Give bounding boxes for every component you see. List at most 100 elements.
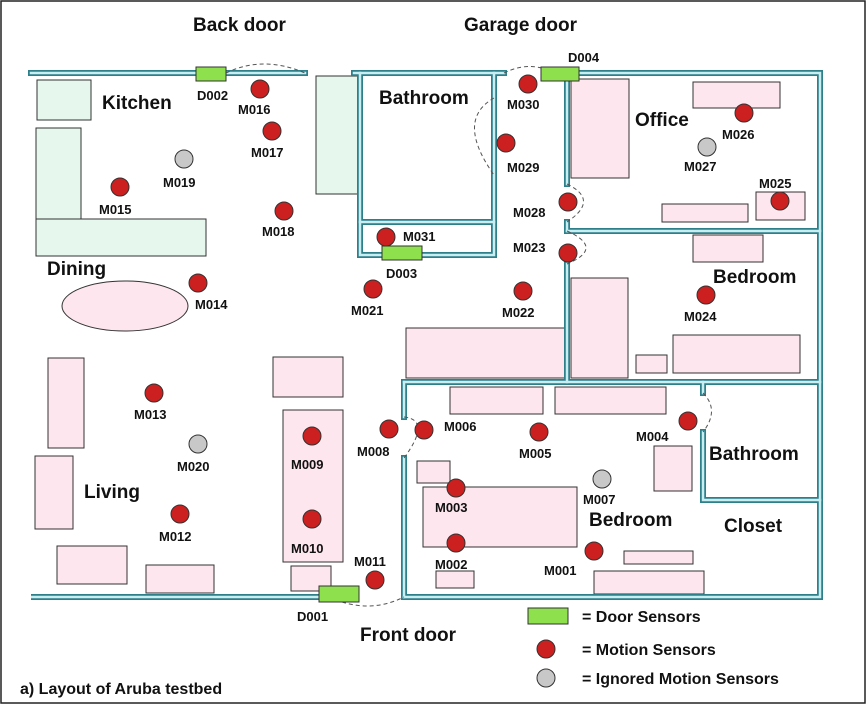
- legend-motion-label: = Motion Sensors: [582, 642, 716, 659]
- motion-sensor-m006: [414, 420, 434, 440]
- sensor-label-m031: M031: [403, 229, 436, 244]
- bedroom1-cabinet: [653, 445, 693, 492]
- sensor-label-m029: M029: [507, 160, 540, 175]
- motion-sensor-m022: [513, 281, 533, 301]
- sensor-label-m004: M004: [636, 429, 669, 444]
- motion-sensor-m010: [302, 509, 322, 529]
- kitchen-counter-block: [36, 79, 92, 121]
- sensor-label-m028: M028: [513, 205, 546, 220]
- kitchen-counter-right: [315, 75, 361, 195]
- sensor-label-m027: M027: [684, 159, 717, 174]
- sensor-label-m011: M011: [354, 554, 386, 569]
- door-sensors: [195, 66, 580, 603]
- furniture: [34, 75, 806, 595]
- bedroom1-nightstand: [416, 460, 451, 484]
- living-side-cabinet: [34, 455, 74, 530]
- motion-sensor-m013: [144, 383, 164, 403]
- sensor-label-m016: M016: [238, 102, 271, 117]
- sensor-label-m006: M006: [444, 419, 477, 434]
- motion-sensor-m003: [446, 478, 466, 498]
- sensor-label-m020: M020: [177, 459, 210, 474]
- sensor-label-d003: D003: [386, 266, 417, 281]
- legend-door-swatch: [527, 607, 569, 625]
- sensor-label-m013: M013: [134, 407, 167, 422]
- room-label-kitchen: Kitchen: [102, 93, 172, 114]
- sensor-label-m019: M019: [163, 175, 196, 190]
- motion-sensor-m012: [170, 504, 190, 524]
- kitchen-counter-left: [35, 127, 82, 221]
- sensor-label-m001: M001: [544, 563, 577, 578]
- sensor-label-m017: M017: [251, 145, 284, 160]
- sensor-labels: D002 M016 M017 M019 M015 M018 M031 D003 …: [99, 50, 792, 624]
- office-desk: [570, 78, 630, 179]
- motion-sensor-m029: [496, 133, 516, 153]
- bedroom1-stool: [435, 570, 475, 589]
- sensor-label-m024: M024: [684, 309, 717, 324]
- door-sensor-d004: [540, 66, 580, 82]
- legend-door-label: = Door Sensors: [582, 609, 701, 626]
- sensor-label-m010: M010: [291, 541, 324, 556]
- sensor-label-m009: M009: [291, 457, 324, 472]
- motion-sensor-m008: [379, 419, 399, 439]
- motion-sensor-m001: [584, 541, 604, 561]
- sensor-label-m018: M018: [262, 224, 295, 239]
- living-shelf: [47, 357, 85, 449]
- bedroom2-nightstand: [635, 354, 668, 374]
- sensor-label-m012: M012: [159, 529, 192, 544]
- ignored-sensor-m027: [697, 137, 717, 157]
- kitchen-counter-bottom: [35, 218, 207, 257]
- room-labels: Kitchen Bathroom Office Dining Bedroom B…: [47, 88, 799, 537]
- legend-motion-swatch: [536, 639, 556, 659]
- door-sensor-d003: [381, 245, 423, 261]
- room-label-bedroom-lower: Bedroom: [589, 510, 672, 531]
- bedroom1-bed: [422, 486, 578, 548]
- motion-sensor-m015: [110, 177, 130, 197]
- sensor-label-m007: M007: [583, 492, 616, 507]
- figure-caption: a) Layout of Aruba testbed: [20, 681, 222, 698]
- legend-ignored-label: = Ignored Motion Sensors: [582, 671, 779, 688]
- motion-sensor-m011: [365, 570, 385, 590]
- motion-sensor-m031: [376, 227, 396, 247]
- motion-sensor-m009: [302, 426, 322, 446]
- motion-sensor-m004: [678, 411, 698, 431]
- room-label-dining: Dining: [47, 259, 106, 280]
- room-label-bathroom-top: Bathroom: [379, 88, 469, 109]
- door-sensor-d001: [318, 585, 360, 603]
- bedroom1-shelf: [449, 386, 544, 415]
- office-table: [661, 203, 749, 223]
- motion-sensor-m005: [529, 422, 549, 442]
- ignored-sensor-m020: [188, 434, 208, 454]
- sensor-label-d004: D004: [568, 50, 600, 65]
- legend: = Door Sensors = Motion Sensors = Ignore…: [527, 607, 779, 688]
- living-table: [145, 564, 215, 594]
- legend-ignored-swatch: [536, 668, 556, 688]
- office-shelf: [692, 81, 781, 109]
- living-ottoman: [272, 356, 344, 398]
- motion-sensors: [110, 74, 790, 590]
- ignored-sensor-m007: [592, 469, 612, 489]
- motion-sensor-m028: [558, 192, 578, 212]
- motion-sensor-m018: [274, 201, 294, 221]
- walls: [28, 70, 823, 600]
- bedroom2-wardrobe: [570, 277, 629, 379]
- room-label-bedroom-upper: Bedroom: [713, 267, 796, 288]
- motion-sensor-m030: [518, 74, 538, 94]
- room-label-closet: Closet: [724, 516, 783, 537]
- sensor-label-m008: M008: [357, 444, 390, 459]
- motion-sensor-m021: [363, 279, 383, 299]
- bedroom2-bed: [672, 334, 801, 374]
- room-label-office: Office: [635, 110, 689, 131]
- sensor-label-m005: M005: [519, 446, 552, 461]
- sensor-label-m023: M023: [513, 240, 546, 255]
- sensor-label-m014: M014: [195, 297, 228, 312]
- sensor-label-m026: M026: [722, 127, 755, 142]
- motion-sensor-m024: [696, 285, 716, 305]
- sensor-label-m021: M021: [351, 303, 384, 318]
- sensor-label-m003: M003: [435, 500, 468, 515]
- sensor-label-m025: M025: [759, 176, 792, 191]
- sensor-label-m022: M022: [502, 305, 535, 320]
- door-label-back: Back door: [193, 15, 287, 36]
- room-label-bathroom-right: Bathroom: [709, 444, 799, 465]
